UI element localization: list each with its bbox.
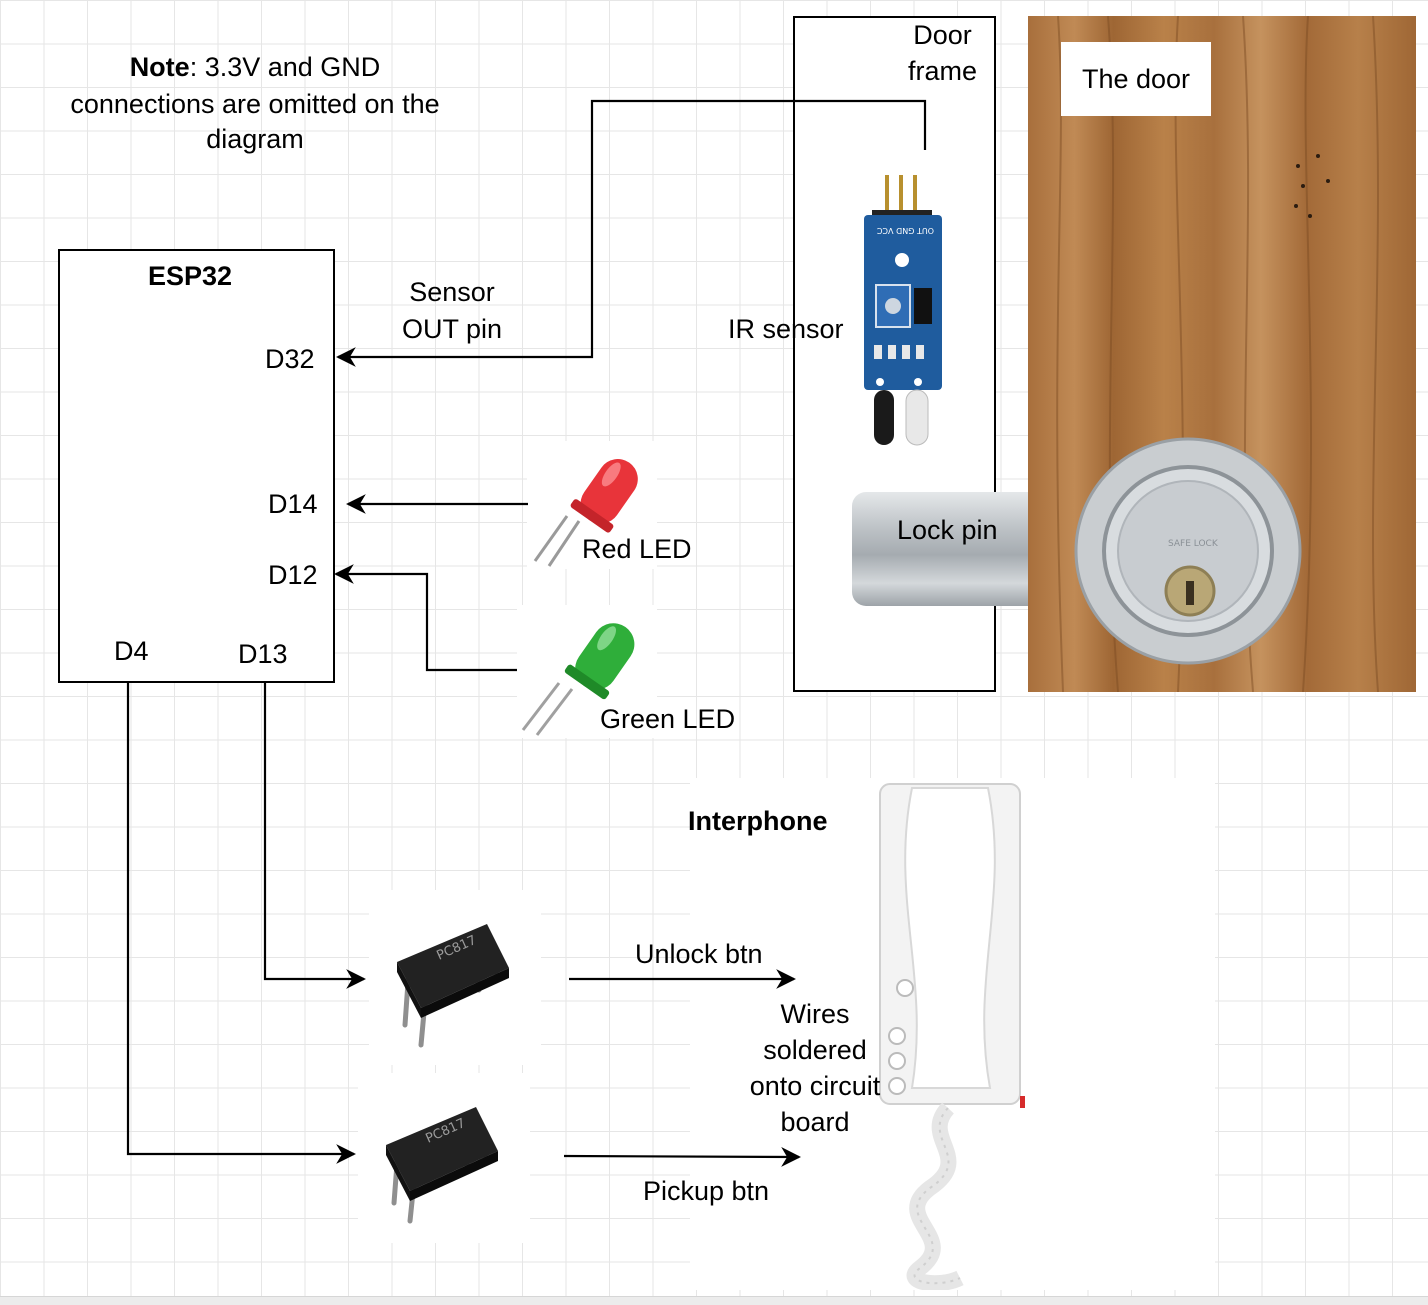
- wire-d13-to-unlock-optocoupler: [263, 683, 366, 989]
- esp32-box: [58, 249, 335, 683]
- wires-label-line1: Wires: [780, 999, 850, 1029]
- pin-d32: D32: [265, 344, 315, 374]
- door-frame-label-line1: Door: [913, 20, 972, 50]
- note-line2: connections are omitted on the: [70, 89, 440, 119]
- pickup-btn-label: Pickup btn: [643, 1176, 770, 1206]
- note-line1: Note: 3.3V and GND: [40, 49, 470, 85]
- optocoupler-unlock-image: PC817: [369, 890, 541, 1065]
- green-led-label: Green LED: [600, 704, 736, 734]
- red-led-image: [527, 441, 657, 569]
- pin-d12: D12: [268, 560, 318, 590]
- red-led-label: Red LED: [582, 534, 692, 564]
- pin-d13: D13: [238, 639, 288, 669]
- canvas-bottom-bar: [0, 1296, 1428, 1305]
- wire-green-led-to-d12: [334, 564, 517, 672]
- green-led-image: [517, 605, 657, 738]
- door-image: SAFE LOCK The door: [1028, 16, 1416, 692]
- unlock-btn-label: Unlock btn: [635, 939, 763, 969]
- the-door-label: The door: [1061, 42, 1211, 116]
- note-bold: Note: [129, 52, 190, 82]
- interphone-label: Interphone: [688, 806, 828, 836]
- ir-sensor-silkscreen: OUT GND VCC: [876, 226, 934, 235]
- interphone-image: [690, 778, 1215, 1292]
- ir-sensor-label: IR sensor: [728, 314, 844, 344]
- pin-d4: D4: [114, 636, 149, 666]
- deadbolt-marking: SAFE LOCK: [1168, 539, 1219, 549]
- sensor-out-label-line1: Sensor: [409, 277, 495, 307]
- wires-label-line2: soldered: [763, 1035, 867, 1065]
- door-frame-label-line2: frame: [907, 56, 978, 86]
- note-line3: diagram: [206, 124, 304, 154]
- wire-pickup-optocoupler-to-interphone: [563, 1147, 801, 1167]
- sensor-out-label-line2: OUT pin: [401, 314, 503, 344]
- ir-sensor-module: OUT GND VCC: [860, 170, 945, 460]
- optocoupler-pickup-image: PC817: [358, 1073, 530, 1243]
- note-rest: : 3.3V and GND: [189, 52, 381, 82]
- pin-d14: D14: [268, 489, 318, 519]
- wire-sensor-out-to-d32: [336, 99, 927, 367]
- lock-pin-label: Lock pin: [897, 515, 998, 545]
- wire-d4-to-pickup-optocoupler: [126, 683, 356, 1164]
- wires-label-line4: board: [780, 1107, 850, 1137]
- wires-label-line3: onto circuit: [749, 1071, 881, 1101]
- esp32-title: ESP32: [148, 261, 233, 291]
- lock-pin: [852, 492, 1028, 606]
